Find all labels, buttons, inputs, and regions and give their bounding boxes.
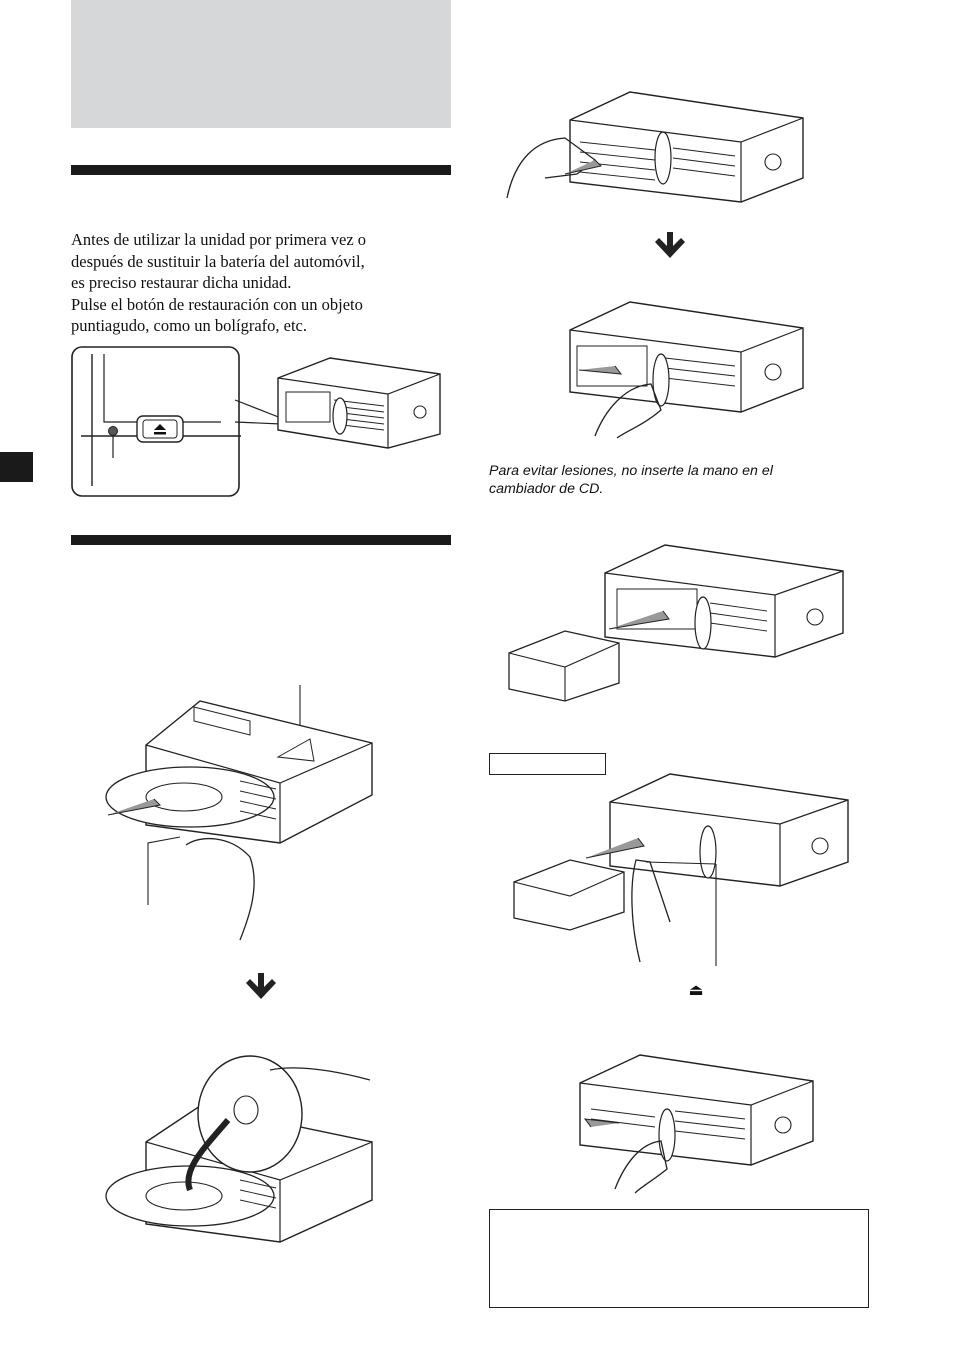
cd-changer-illustration-open <box>505 90 805 210</box>
magazine-eject-illustration <box>510 772 850 972</box>
body-line: Pulse el botón de restauración con un ob… <box>71 294 363 314</box>
cd-changer-illustration-close <box>575 1053 815 1193</box>
body-line: es preciso restaurar dicha unidad. <box>71 273 292 292</box>
eject-icon: ⏏ <box>688 980 704 999</box>
note-box <box>489 1209 869 1308</box>
side-tab-marker <box>0 452 33 482</box>
cd-changer-illustration-slide <box>565 300 805 440</box>
disc-loading-illustration <box>100 1060 375 1245</box>
reset-button-closeup <box>71 346 241 498</box>
caution-line: Para evitar lesiones, no inserte la mano… <box>489 463 773 479</box>
arrow-down-icon <box>655 232 685 258</box>
body-line: Antes de utilizar la unidad por primera … <box>71 230 367 249</box>
disc-tray-illustration <box>100 685 375 940</box>
section-rule-top <box>71 165 451 175</box>
arrow-down-icon <box>246 973 276 999</box>
magazine-insert-illustration <box>505 543 845 703</box>
leader-lines-reset <box>235 390 295 430</box>
cd-changer-illustration-reset <box>268 356 443 451</box>
label-box <box>489 753 606 775</box>
body-line: puntiagudo, como un bolígrafo, etc. <box>71 316 307 335</box>
caution-line: cambiador de CD. <box>489 481 604 497</box>
header-gray-block <box>71 0 451 128</box>
body-line: después de sustituir la batería del auto… <box>71 251 365 271</box>
caution-note: Para evitar lesiones, no inserte la mano… <box>489 462 849 498</box>
section-rule-middle <box>71 535 451 545</box>
reset-instructions: Antes de utilizar la unidad por primera … <box>71 229 451 337</box>
